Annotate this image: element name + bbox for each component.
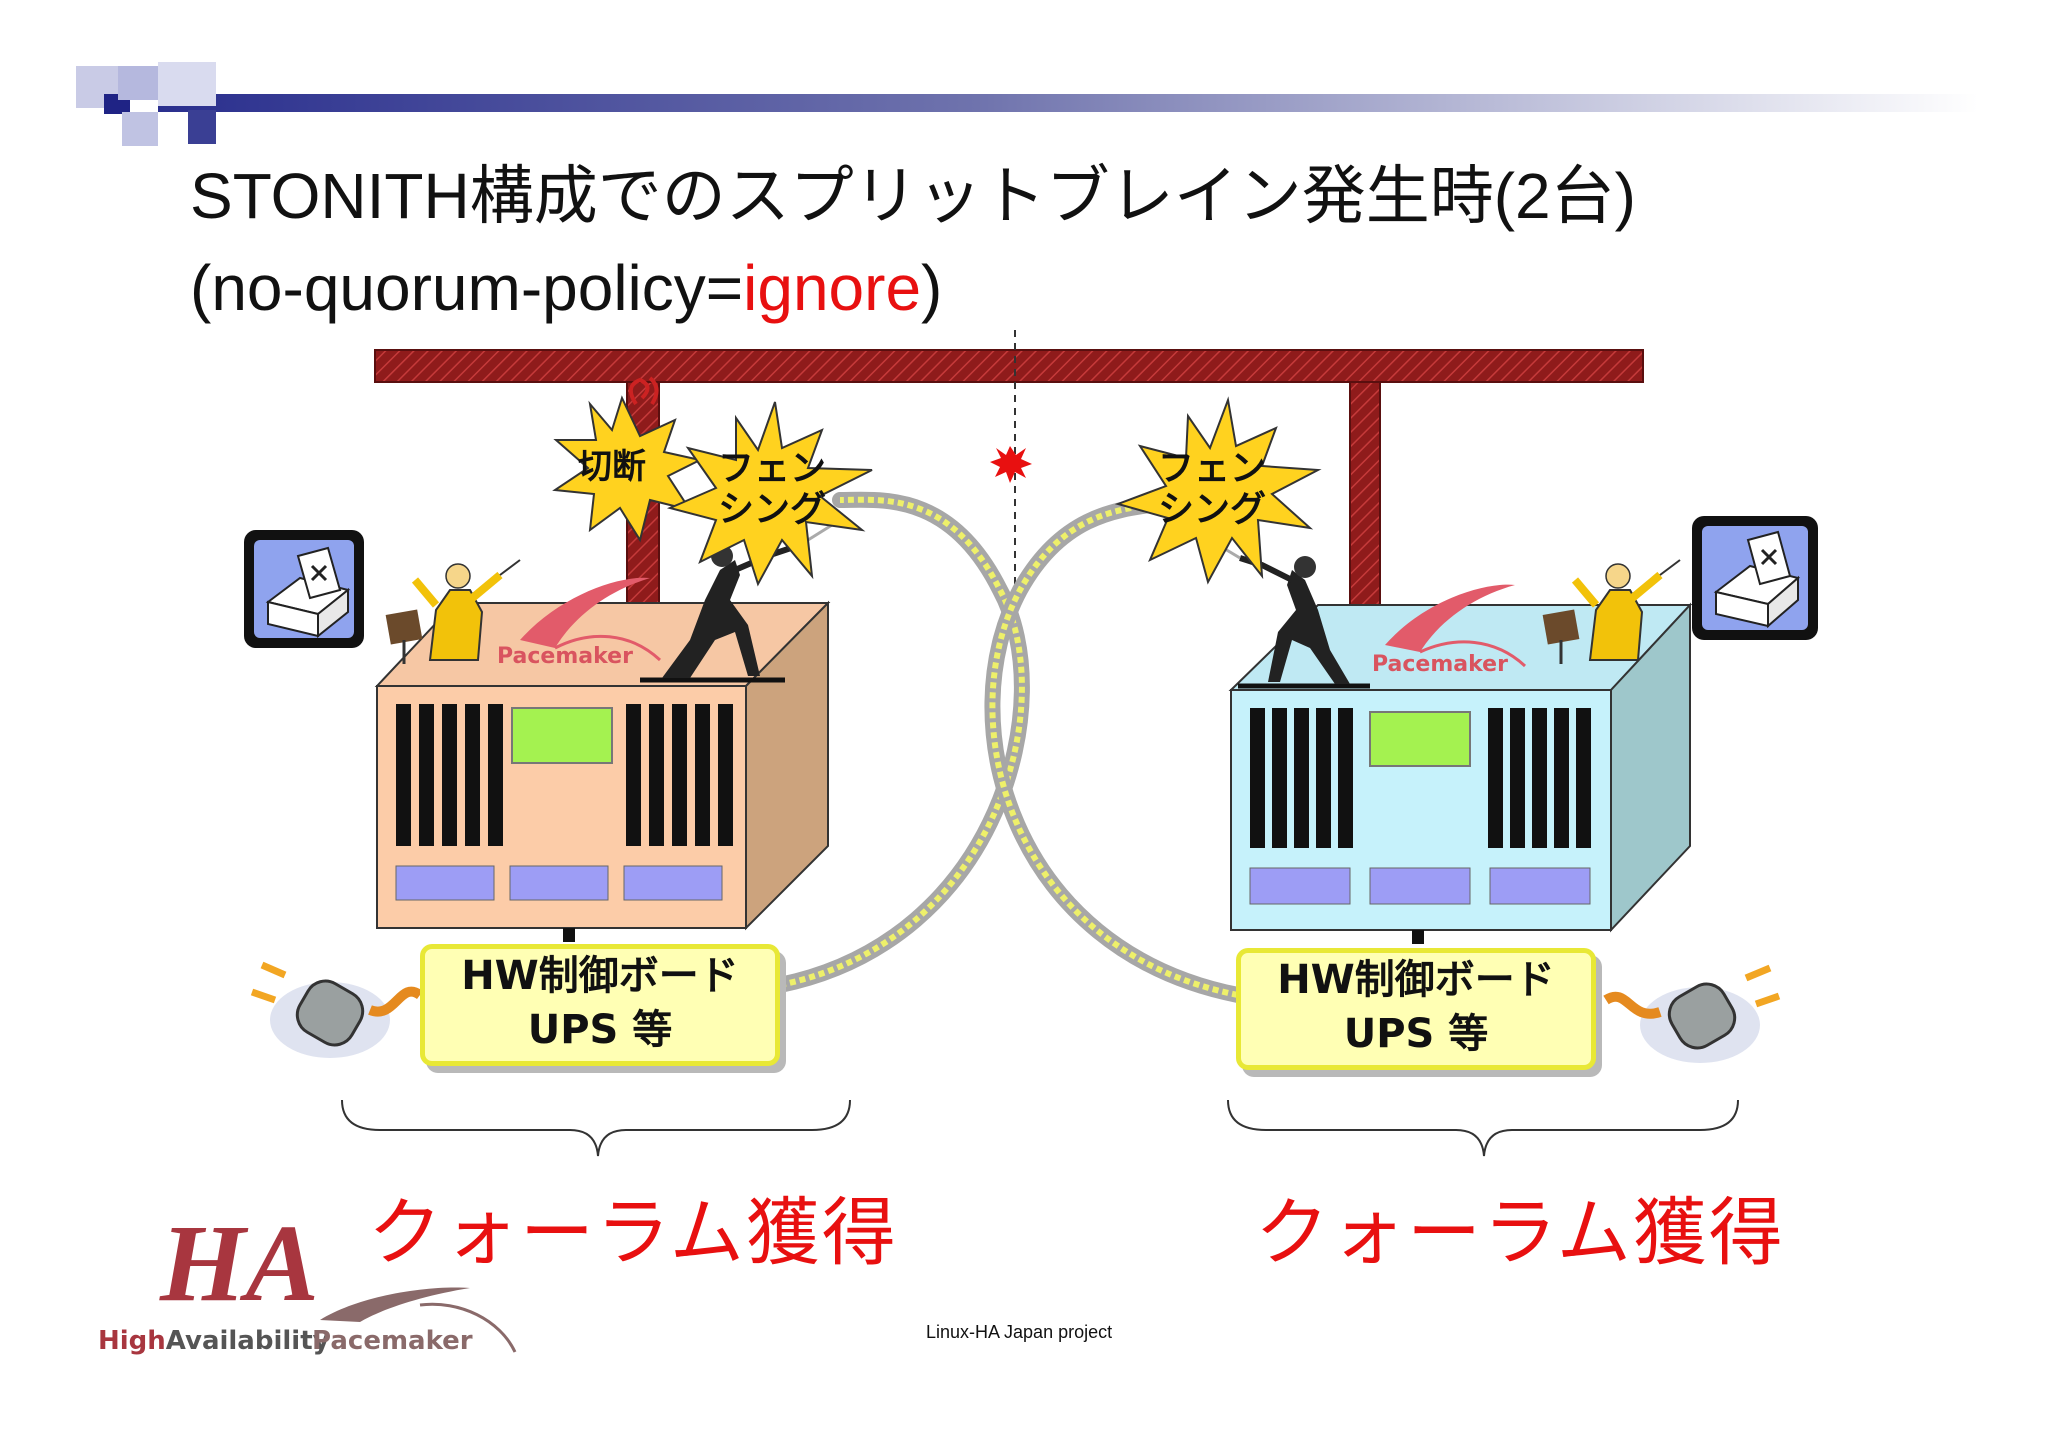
node-left-brand: Pacemaker [497, 644, 633, 669]
vent-bar [488, 704, 503, 846]
title-prefix: (no-quorum-policy= [190, 252, 744, 324]
vent-bar [1576, 708, 1591, 848]
vent-bar [1272, 708, 1287, 848]
header-square [158, 62, 216, 106]
broken-wire [628, 376, 659, 406]
vent-bar [1554, 708, 1569, 848]
plug-left-icon [250, 961, 423, 1058]
burst-cut [552, 395, 703, 543]
ha-logo-icon: HA [159, 1202, 319, 1324]
network-drop-right [1349, 381, 1381, 613]
vent-bar [695, 704, 710, 846]
vent-bar [649, 704, 664, 846]
vent-bar [1294, 708, 1309, 848]
vent-bar [1338, 708, 1353, 848]
ha-logo-text: HighAvailability [98, 1326, 330, 1356]
pacemaker-swoosh [1385, 584, 1515, 652]
vent-bar [626, 704, 641, 846]
node-screen [511, 707, 613, 764]
node-right [1228, 584, 1693, 944]
title-suffix: ) [921, 252, 943, 324]
vent-bar [1250, 708, 1265, 848]
vent-bar [442, 704, 457, 846]
header-band [76, 62, 1978, 146]
vent-bar [718, 704, 733, 846]
conductor-right-icon [1542, 559, 1681, 664]
node-right-brand: Pacemaker [1372, 652, 1508, 677]
node-screen [1369, 711, 1471, 767]
disk-slot [1249, 867, 1351, 905]
burst-fence-right [1114, 396, 1322, 585]
network-bar [374, 349, 1644, 383]
ballot-box-right-icon [1692, 516, 1818, 640]
plug-right-icon [1603, 964, 1781, 1063]
conductor-left-icon [385, 559, 521, 664]
quorum-left: クォーラム獲得 [368, 1190, 898, 1276]
hw-box-right-line2: UPS 等 [1343, 1011, 1489, 1057]
header-square [122, 112, 158, 146]
vent-bar [1532, 708, 1547, 848]
title-policy-value: ignore [743, 252, 922, 324]
burst-fence-left-label: フェン シング [718, 448, 827, 531]
vent-bar [672, 704, 687, 846]
vent-bar [465, 704, 480, 846]
brace-right [1227, 1099, 1739, 1157]
vent-bar [1510, 708, 1525, 848]
header-square [188, 110, 216, 144]
disk-slot [1489, 867, 1591, 905]
burst-fence-right-label: フェン シング [1158, 448, 1267, 531]
vent-bar [396, 704, 411, 846]
disk-slot [509, 865, 609, 901]
footer-credit: Linux-HA Japan project [926, 1322, 1113, 1342]
pacemaker-logo-swoosh [320, 1287, 470, 1322]
svg-text:HA: HA [159, 1202, 319, 1324]
slide-title-line2: (no-quorum-policy=ignore) [190, 256, 942, 320]
slide-title-line1: STONITH構成でのスプリットブレイン発生時(2台) [190, 160, 1636, 232]
burst-cut-label: 切断 [578, 447, 646, 487]
disk-slot [623, 865, 723, 901]
brace-left [341, 1099, 851, 1157]
pacemaker-logo-text: Pacemaker [312, 1326, 473, 1356]
ballot-box-left-icon [244, 530, 364, 648]
header-gradient-bar [158, 94, 1978, 112]
hw-box-left-line1: HW制御ボード [461, 953, 739, 999]
burst-fence-left [666, 401, 873, 587]
quorum-right: クォーラム獲得 [1255, 1190, 1785, 1276]
split-spark [990, 446, 1032, 483]
vent-bar [1488, 708, 1503, 848]
header-square [118, 66, 158, 100]
disk-slot [395, 865, 495, 901]
hw-box-right: HW制御ボード UPS 等 [1236, 948, 1596, 1070]
hw-box-left: HW制御ボード UPS 等 [420, 944, 780, 1066]
ha-logo-availability: Availability [165, 1326, 330, 1356]
pacemaker-swoosh [520, 577, 650, 648]
vent-bar [419, 704, 434, 846]
ha-logo-high: High [98, 1326, 166, 1356]
hw-box-left-line2: UPS 等 [527, 1007, 673, 1053]
disk-slot [1369, 867, 1471, 905]
hw-box-right-line1: HW制御ボード [1277, 957, 1555, 1003]
vent-bar [1316, 708, 1331, 848]
